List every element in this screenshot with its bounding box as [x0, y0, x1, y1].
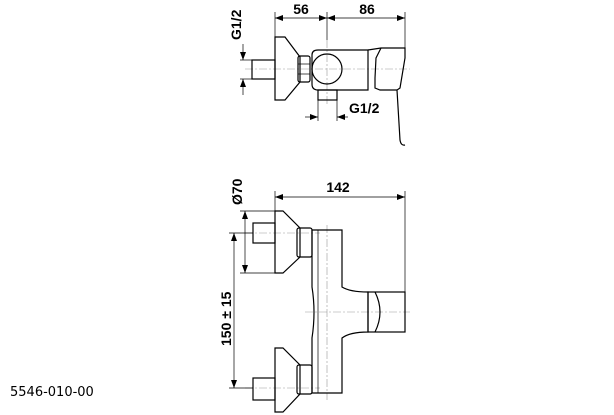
inlet-thread-label: G1/2: [228, 9, 244, 40]
dim-142: 142: [326, 179, 350, 195]
center-distance-label: 150 ± 15: [218, 291, 234, 346]
front-view: 142 Ø70 150 ± 15: [218, 178, 410, 413]
dim-56: 56: [293, 1, 309, 17]
outlet-thread-label: G1/2: [349, 100, 380, 116]
product-code: 5546-010-00: [10, 385, 94, 400]
top-view: 56 86 G1/2 G1/2: [228, 1, 410, 146]
flange-diameter-label: Ø70: [229, 178, 245, 205]
dim-86: 86: [359, 1, 375, 17]
